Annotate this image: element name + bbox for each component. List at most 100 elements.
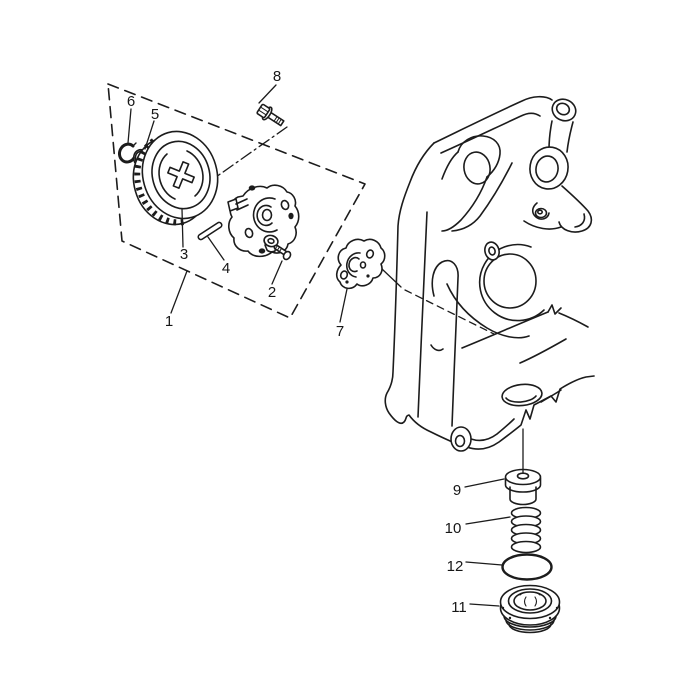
callout-label-5: 5: [151, 106, 159, 123]
right-edge-curl-inner: [574, 213, 586, 228]
cap-knurl-4: [548, 616, 552, 620]
bottom-boss-hole: [454, 434, 466, 448]
top-lug-right: [566, 121, 574, 153]
floor-break-mark: [547, 304, 562, 315]
arm-web-down: [441, 176, 488, 232]
gasket-hole-upper: [365, 249, 375, 259]
bottom-oval-inner-arc: [505, 395, 537, 403]
callout-labels: 1 2 3 4 5 6 7 8 9 10 12 11: [127, 68, 467, 616]
cap: [499, 584, 561, 634]
callout-label-2: 2: [268, 284, 276, 301]
pump-dowel-hole: [488, 246, 496, 256]
gasket-leader-dashed: [404, 289, 495, 335]
circlip-body: [118, 142, 136, 164]
arm-rib-hook: [430, 344, 444, 352]
leader-line-7: [339, 288, 348, 323]
crankcase: [384, 95, 595, 452]
bolt-threads: [273, 116, 282, 125]
cap-knurl-2: [555, 606, 559, 610]
pump-inlet-screw: [227, 198, 249, 212]
flange-bolt: [256, 103, 285, 127]
cap-thread-2: [505, 619, 555, 631]
leader-line-5: [144, 120, 155, 150]
o-ring: [501, 553, 553, 581]
gear-hub-cross: [167, 161, 195, 189]
gear-crescent-right: [186, 150, 204, 197]
pump-screw: [273, 244, 292, 261]
dowel-pin: [197, 221, 223, 241]
leader-line-3: [181, 208, 184, 248]
crankcase-left-outline: [384, 142, 468, 448]
bottom-boss-outer: [450, 426, 472, 452]
spring: [510, 506, 542, 554]
leader-line-12: [465, 561, 503, 566]
callout-label-10: 10: [445, 520, 462, 537]
leader-line-2: [271, 260, 283, 285]
pump-shaft-hole: [267, 237, 275, 245]
assembly-group-box: [107, 83, 366, 319]
callout-label-4: 4: [222, 260, 230, 277]
bolt-head-facets: [258, 106, 269, 116]
cap-knurl-3: [508, 616, 512, 620]
pump-shaft-end: [263, 234, 279, 248]
callout-label-12: 12: [447, 558, 464, 575]
gasket: [335, 238, 386, 290]
leader-line-10: [465, 516, 511, 525]
callout-label-8: 8: [273, 68, 281, 85]
bolt-head: [256, 103, 271, 119]
callout-label-9: 9: [453, 482, 461, 499]
gasket-dot-2: [366, 274, 370, 278]
callout-label-7: 7: [336, 323, 344, 340]
callout-label-6: 6: [127, 93, 135, 110]
leader-line-9: [464, 478, 505, 488]
callout-label-3: 3: [180, 246, 188, 263]
leader-line-11: [469, 603, 500, 607]
upper-dowel-hole: [536, 209, 543, 215]
right-web-line: [523, 220, 562, 230]
pump-screw-threads: [274, 245, 283, 253]
gasket-crescent-outer: [345, 252, 361, 278]
top-boss-hole: [555, 102, 571, 116]
crank-bore: [483, 253, 537, 309]
dowel-pin-body: [197, 221, 223, 241]
bore-wall-arc: [478, 243, 545, 322]
right-edge-curl: [558, 185, 593, 233]
leader-line-4: [207, 236, 225, 261]
bottom-wall-inner-2: [540, 389, 562, 403]
gasket-hole-lower: [339, 270, 349, 280]
cup-body: [509, 486, 537, 506]
bottom-wall-inner-1: [470, 418, 515, 442]
gear-inner-rim: [151, 140, 211, 210]
bottom-oval-opening: [501, 383, 543, 407]
callout-label-1: 1: [165, 313, 173, 330]
strainer-cup: [504, 468, 542, 506]
pump-platform-edge: [446, 283, 530, 339]
pump-rotor-center: [261, 208, 273, 222]
pump-screw-head: [282, 250, 292, 261]
gasket-dot-1: [345, 280, 349, 284]
arm-web-left: [441, 151, 459, 180]
floor-edge: [461, 311, 549, 349]
pump-hole-lower: [244, 227, 254, 239]
upper-boss-hole: [535, 155, 559, 183]
floor-edge-right: [558, 312, 589, 328]
mid-web-down: [451, 162, 513, 232]
leader-line-8: [258, 84, 277, 104]
callout-label-11: 11: [451, 599, 467, 616]
gasket-crescent-inner: [348, 256, 360, 273]
arm-lug-outline: [457, 135, 501, 178]
gear-crescent-left: [158, 153, 176, 200]
pump-tab-2: [288, 212, 294, 220]
pump-tab-1: [248, 185, 256, 191]
leader-lines: [127, 84, 524, 607]
leader-line-6: [127, 108, 132, 144]
bottom-edge: [466, 375, 595, 450]
pump-hole-upper: [280, 199, 290, 211]
gasket-leader-solid: [381, 268, 402, 288]
arm-rib-1: [417, 211, 428, 418]
pump-crescent-inner: [256, 204, 273, 227]
leader-line-1: [170, 270, 188, 314]
arm-rib-2: [431, 259, 459, 427]
